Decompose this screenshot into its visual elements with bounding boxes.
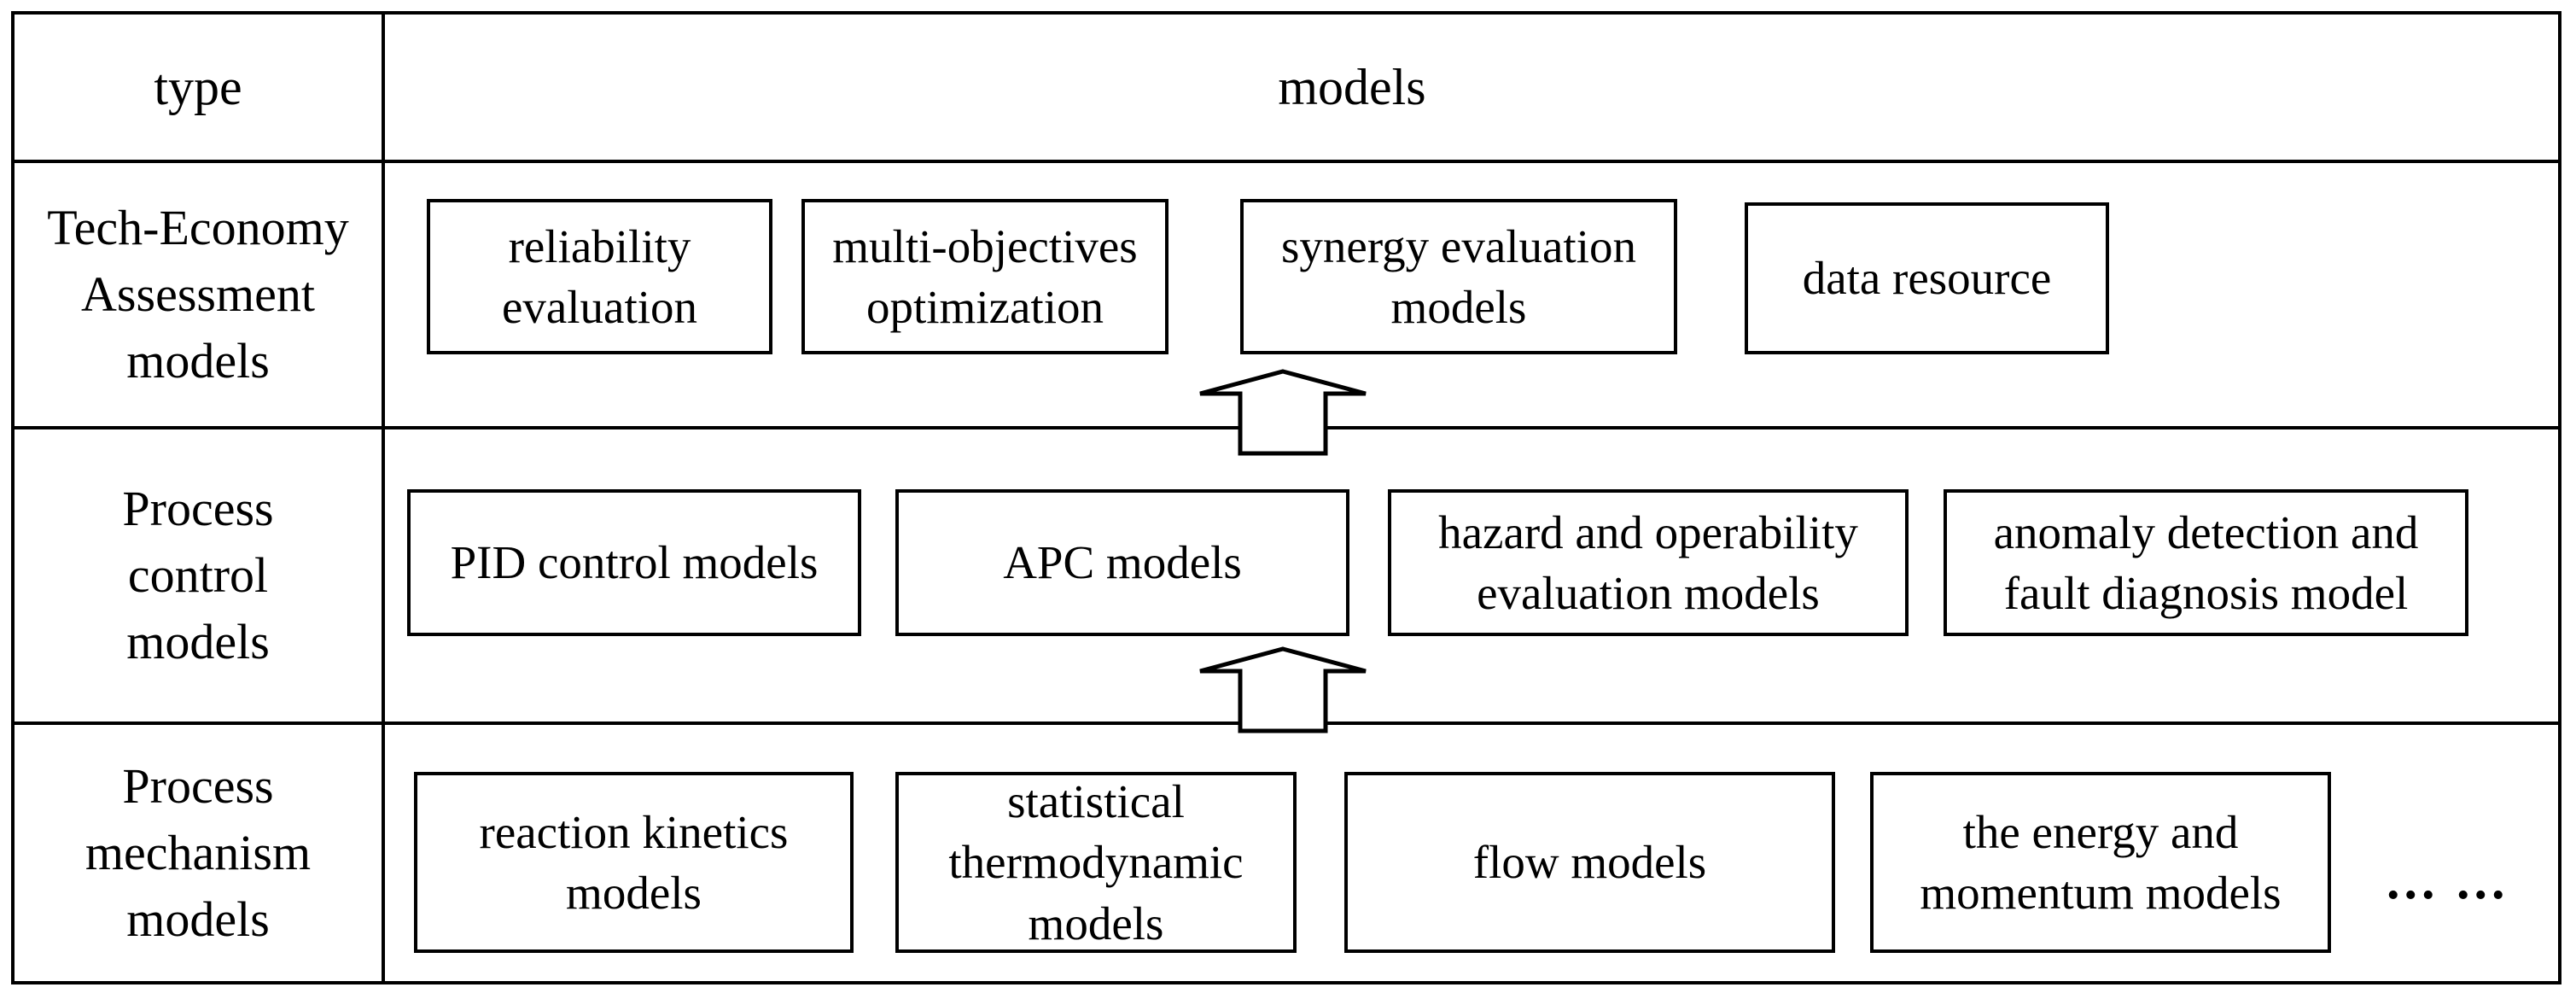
row-models-cell: PID control models APC models hazard and… bbox=[385, 429, 2558, 722]
row-models-cell: reaction kinetics models statistical the… bbox=[385, 725, 2558, 981]
header-cell-type: type bbox=[15, 15, 385, 160]
row-process-control: Process control models PID control model… bbox=[15, 426, 2558, 722]
model-box-flow-models: flow models bbox=[1344, 772, 1835, 953]
model-box-data-resource: data resource bbox=[1745, 202, 2109, 354]
model-box-hazard-operability-evaluation: hazard and operability evaluation models bbox=[1388, 489, 1909, 636]
model-box-reliability-evaluation: reliability evaluation bbox=[427, 199, 772, 354]
row-label-cell: Tech-Economy Assessment models bbox=[15, 163, 385, 426]
row-tech-economy-assessment: Tech-Economy Assessment models reliabili… bbox=[15, 160, 2558, 426]
type-column-header: type bbox=[154, 59, 242, 115]
model-box-energy-momentum-models: the energy and momentum models bbox=[1870, 772, 2331, 953]
header-cell-models: models bbox=[385, 15, 2558, 160]
header-row: type models bbox=[15, 15, 2558, 160]
model-box-synergy-evaluation-models: synergy evaluation models bbox=[1240, 199, 1677, 354]
model-box-multi-objectives-optimization: multi-objectives optimization bbox=[801, 199, 1169, 354]
models-column-header: models bbox=[1278, 59, 1426, 115]
model-box-pid-control-models: PID control models bbox=[407, 489, 861, 636]
row-label-cell: Process control models bbox=[15, 429, 385, 722]
row-process-mechanism: Process mechanism models reaction kineti… bbox=[15, 722, 2558, 981]
model-box-statistical-thermodynamic-models: statistical thermodynamic models bbox=[895, 772, 1297, 953]
model-type-table: type models Tech-Economy Assessment mode… bbox=[11, 11, 2561, 984]
row-label-tech-economy: Tech-Economy Assessment models bbox=[47, 199, 349, 389]
model-box-anomaly-detection-fault-diagnosis: anomaly detection and fault diagnosis mo… bbox=[1944, 489, 2468, 636]
model-box-reaction-kinetics-models: reaction kinetics models bbox=[414, 772, 854, 953]
up-arrow-icon bbox=[1199, 369, 1367, 456]
row-label-process-mechanism: Process mechanism models bbox=[85, 757, 312, 948]
row-label-cell: Process mechanism models bbox=[15, 725, 385, 981]
row-models-cell: reliability evaluation multi-objectives … bbox=[385, 163, 2558, 426]
more-models-ellipsis: ... ... bbox=[2387, 852, 2509, 910]
model-box-apc-models: APC models bbox=[895, 489, 1349, 636]
up-arrow-icon bbox=[1199, 646, 1367, 733]
row-label-process-control: Process control models bbox=[122, 480, 274, 670]
